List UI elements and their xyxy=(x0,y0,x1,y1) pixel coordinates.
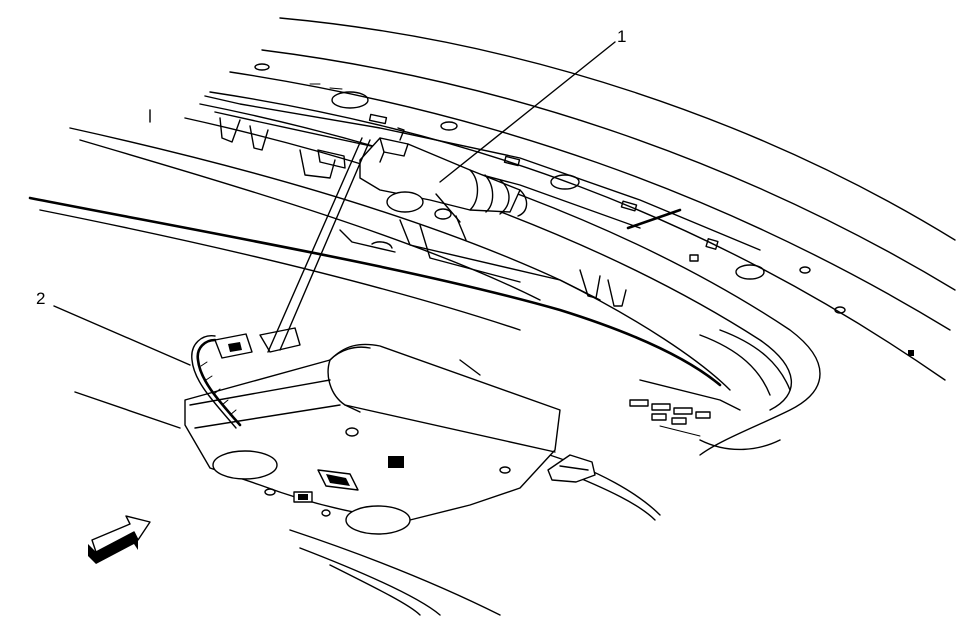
roof-connector-assembly xyxy=(317,127,528,241)
rear-header-detail xyxy=(629,329,791,437)
callout-label-1: 1 xyxy=(617,27,626,46)
direction-arrow-icon xyxy=(88,515,151,564)
roof-holes xyxy=(254,63,914,356)
overhead-console xyxy=(184,343,561,535)
callout-leaders xyxy=(53,41,616,366)
console-clip xyxy=(259,327,596,483)
roof-panel-edges xyxy=(69,17,956,456)
wiring-harness xyxy=(191,333,253,429)
alignment-lines xyxy=(267,137,371,353)
headliner-lines xyxy=(28,196,781,616)
roof-bow xyxy=(204,95,761,307)
callout-label-2: 2 xyxy=(36,289,45,308)
